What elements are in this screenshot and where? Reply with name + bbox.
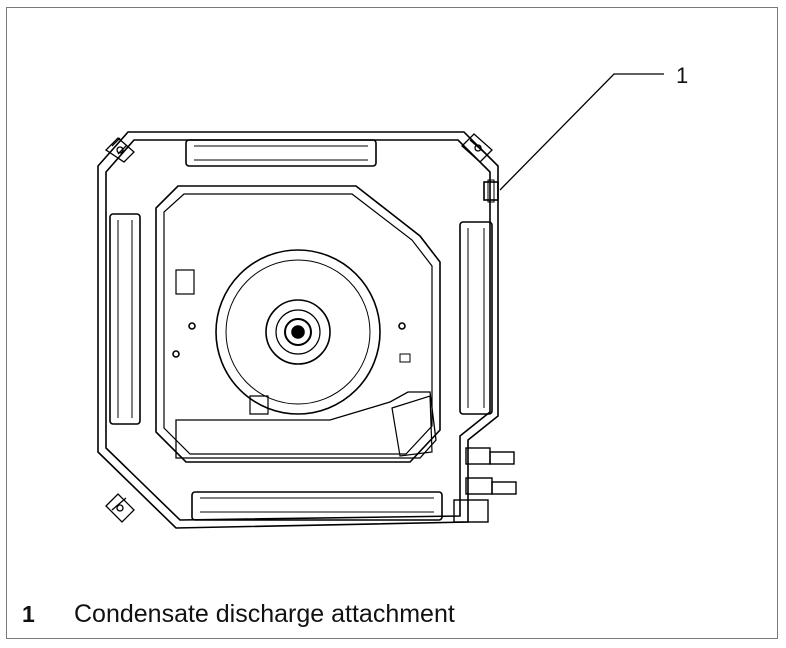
corner-bracket-top-left xyxy=(104,137,135,163)
louver-bottom xyxy=(191,491,443,521)
refrigerant-pipe-connections xyxy=(453,447,517,523)
fan-assembly xyxy=(215,249,381,415)
legend-item: 1 Condensate discharge attachment xyxy=(22,598,455,630)
callout-number: 1 xyxy=(676,63,689,88)
corner-bracket-top-right xyxy=(461,133,493,163)
condensate-discharge-nozzle xyxy=(483,181,499,201)
figure-frame xyxy=(6,7,778,639)
callout-leader-line xyxy=(499,73,664,191)
corner-bracket-bottom-left xyxy=(105,493,135,523)
louver-right xyxy=(459,221,493,415)
louver-left xyxy=(109,213,141,425)
inner-frame xyxy=(155,185,441,463)
louver-top xyxy=(185,139,377,167)
legend-text: Condensate discharge attachment xyxy=(74,599,455,628)
legend-number: 1 xyxy=(22,600,35,627)
drain-pan xyxy=(175,391,437,459)
